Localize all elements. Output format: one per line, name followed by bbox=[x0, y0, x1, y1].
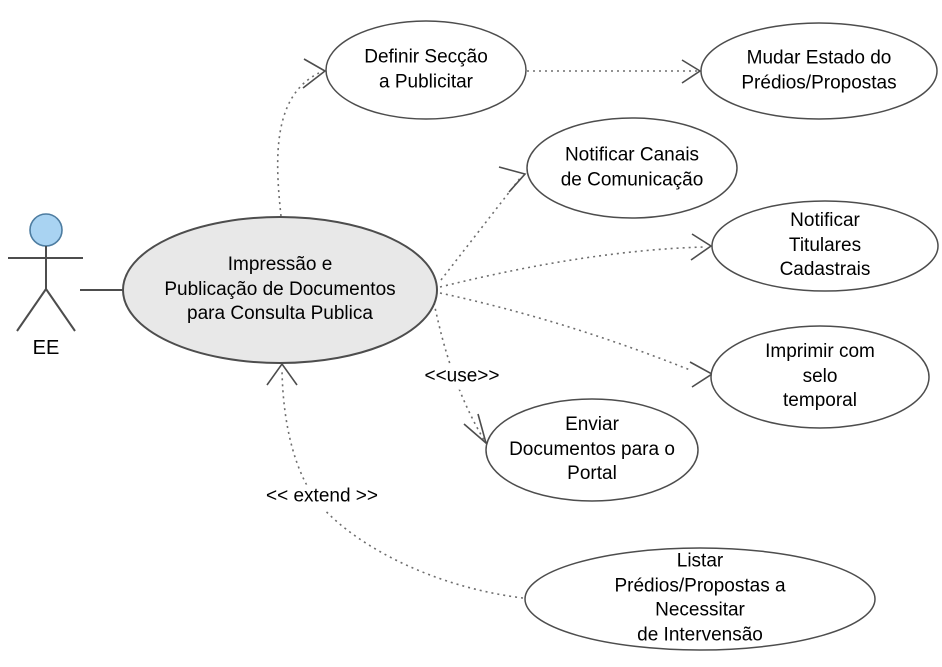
usecase-imprimir-ellipse bbox=[710, 325, 930, 429]
actor-leg-left bbox=[16, 288, 47, 332]
actor-leg-right bbox=[45, 288, 76, 332]
usecase-listar-ellipse bbox=[524, 547, 876, 651]
arrowhead-into-mudar bbox=[681, 59, 702, 84]
usecase-enviar-ellipse bbox=[485, 398, 699, 502]
usecase-mudar-ellipse bbox=[700, 22, 938, 120]
arrowhead-into-imprimir bbox=[689, 361, 714, 388]
edge-listar-to-central-extend bbox=[281, 369, 524, 599]
arrowhead-into-central-bottom bbox=[266, 362, 298, 386]
arrowhead-into-notificar-titulares bbox=[690, 233, 713, 261]
usecase-definir-ellipse bbox=[325, 20, 527, 120]
edge-central-to-enviar-use bbox=[433, 302, 485, 441]
usecase-central-ellipse bbox=[122, 216, 438, 364]
edge-central-to-imprimir bbox=[439, 292, 691, 371]
actor-figure bbox=[8, 213, 123, 332]
usecase-notificar-titulares-ellipse bbox=[711, 200, 939, 292]
arrowhead-into-definir bbox=[302, 58, 327, 89]
edge-central-to-notificar-titulares bbox=[439, 246, 706, 288]
arrowhead-into-enviar bbox=[463, 413, 488, 446]
usecase-notificar-canais-ellipse bbox=[526, 117, 738, 219]
edge-central-to-definir bbox=[276, 72, 320, 217]
edge-central-to-notificar-canais bbox=[440, 176, 522, 281]
actor-head bbox=[29, 213, 63, 247]
arrowhead-into-notificar-canais bbox=[498, 166, 527, 193]
